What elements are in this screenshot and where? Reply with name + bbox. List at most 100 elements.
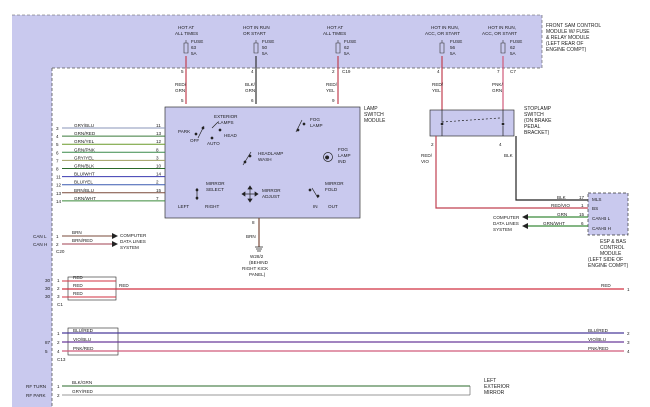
lamp-switch-inner-labels: EXTERIOR LAMPS PARK OFF AUTO HEAD FOG LA… [178,114,351,209]
wire-pin-right: 15 [156,188,162,193]
wire-pin-left: 11 [56,175,61,180]
svg-text:5: 5 [181,98,184,103]
svg-text:RF TURN: RF TURN [26,384,46,389]
svg-text:BS: BS [592,206,598,211]
svg-text:RED/: RED/ [326,82,338,87]
wire-pin-right: 13 [156,131,162,136]
svg-text:SELECT: SELECT [206,187,224,192]
esp-module-title: ESP & BAS CONTROL MODULE (LEFT SIDE OF E… [588,239,629,269]
svg-text:BRN/RED: BRN/RED [72,238,93,243]
wire-pin-right: 14 [156,172,162,177]
svg-text:ENGINE COMPT): ENGINE COMPT) [588,263,629,269]
c13-pin-inner: 2 [57,340,60,345]
svg-text:MIRROR: MIRROR [206,181,225,186]
left-module-strip [12,15,52,407]
svg-text:BLK: BLK [557,195,567,200]
c13-pin-inner: 1 [57,331,60,336]
svg-text:5: 5 [181,69,184,74]
wire-pin-left: 14 [56,199,62,204]
svg-text:C13: C13 [57,357,66,362]
svg-text:LAMPS: LAMPS [218,120,234,125]
fuse-4: HOT IN RUN, ACC, OR START FUSE 56 5A 4 R… [425,25,462,110]
wire-pin-left: 8 [56,167,59,172]
svg-text:RIGHT: RIGHT [205,204,219,209]
svg-text:WASH: WASH [258,157,272,162]
svg-text:MODULE W/ FUSE: MODULE W/ FUSE [546,29,590,35]
svg-text:56: 56 [450,45,456,50]
svg-text:RED: RED [73,275,83,280]
svg-text:2: 2 [431,142,434,147]
stoplamp-wiring: 2 4 RED/ VIO BLK [421,136,588,209]
svg-text:(ON BRAKE: (ON BRAKE [524,118,552,124]
wire-pin-right: 7 [156,196,159,201]
wire-pin-left: 3 [56,126,59,131]
svg-text:SYSTEM: SYSTEM [493,227,512,232]
svg-text:HOT AT: HOT AT [327,25,343,30]
wire-pin-right: 2 [156,180,159,185]
svg-text:5A: 5A [344,51,351,56]
svg-text:EXTERIOR: EXTERIOR [214,114,238,119]
svg-text:BRACKET): BRACKET) [524,130,550,136]
svg-text:YEL: YEL [326,88,335,93]
wire-pin-right: 10 [156,164,162,169]
svg-text:W28/2: W28/2 [250,254,264,259]
wire-label: GRN/YEL [74,139,95,144]
svg-text:FUSE: FUSE [191,39,203,44]
c13-end-pin: 3 [627,340,630,345]
svg-text:MODULE: MODULE [600,251,622,257]
svg-text:LAMP: LAMP [310,123,323,128]
svg-text:(LEFT SIDE OF: (LEFT SIDE OF [588,257,623,263]
svg-text:RED: RED [73,291,83,296]
svg-text:SWITCH: SWITCH [364,112,384,118]
wire-pin-left: 4 [56,134,59,139]
svg-text:ADJUST: ADJUST [262,194,280,199]
svg-text:HOT IN RUN,: HOT IN RUN, [488,25,516,30]
svg-text:62: 62 [510,45,516,50]
svg-text:YEL: YEL [432,88,441,93]
svg-text:CAN-B H: CAN-B H [592,226,611,231]
svg-text:1: 1 [581,203,584,208]
svg-text:2: 2 [56,242,59,247]
svg-text:BRN: BRN [246,234,256,239]
svg-text:GRN: GRN [175,88,185,93]
ground-connection: 8 BRN W28/2 (BEHIND RIGHT KICK PANEL) [242,218,269,277]
svg-text:RED: RED [601,283,611,288]
svg-text:6: 6 [581,221,584,226]
wire-pin-right: 11 [156,123,161,128]
lamp-switch-module-title: LAMP SWITCH MODULE [364,106,386,124]
esp-module-pins: BLK 17 MLS RED/VIO 1 BS GRN 15 CAN-B L G… [493,195,611,232]
stoplamp-switch-symbol [440,110,505,136]
can-bus: CAN L CAN H 1 2 BRN BRN/RED C20 COMPUTER… [33,230,147,254]
svg-text:BRN: BRN [72,230,82,235]
wire-pin-left: 7 [56,158,59,163]
svg-text:1: 1 [627,287,630,292]
svg-text:FOG: FOG [310,117,320,122]
svg-text:IN: IN [313,204,318,209]
switch-symbols: ⊕ [194,119,333,203]
svg-text:ACC, OR START: ACC, OR START [425,31,460,36]
fuse-2: HOT IN RUN OR START FUSE 50 5A 4 BLK/ GR… [243,25,274,104]
svg-text:ENGINE COMPT): ENGINE COMPT) [546,47,587,53]
stoplamp-switch [429,109,515,137]
svg-text:4: 4 [251,69,254,74]
svg-text:CAN L: CAN L [33,234,47,239]
svg-text:STOPLAMP: STOPLAMP [524,106,552,112]
svg-text:63: 63 [191,45,197,50]
svg-text:GRN: GRN [557,212,567,217]
svg-text:COMPUTER: COMPUTER [120,233,147,238]
svg-text:OR START: OR START [243,31,266,36]
svg-text:RED: RED [119,283,129,288]
rf-rows: RF TURN RF PARK 1 2 BLK/GRN GRY/RED LEFT… [26,378,510,398]
svg-text:30: 30 [45,294,51,299]
svg-text:EXTERIOR: EXTERIOR [484,384,510,390]
c13-wire-label: VIO/BLU [73,337,91,342]
svg-text:AUTO: AUTO [207,141,220,146]
svg-text:17: 17 [579,195,585,200]
svg-text:HEAD: HEAD [224,133,237,138]
svg-text:2: 2 [57,393,60,398]
wire-label: BRN/BLU [74,188,94,193]
svg-text:BLK/: BLK/ [245,82,256,87]
svg-text:DATA LINES: DATA LINES [120,239,146,244]
wire-label: GRY/YEL [74,155,94,160]
svg-text:RIGHT KICK: RIGHT KICK [242,266,269,271]
